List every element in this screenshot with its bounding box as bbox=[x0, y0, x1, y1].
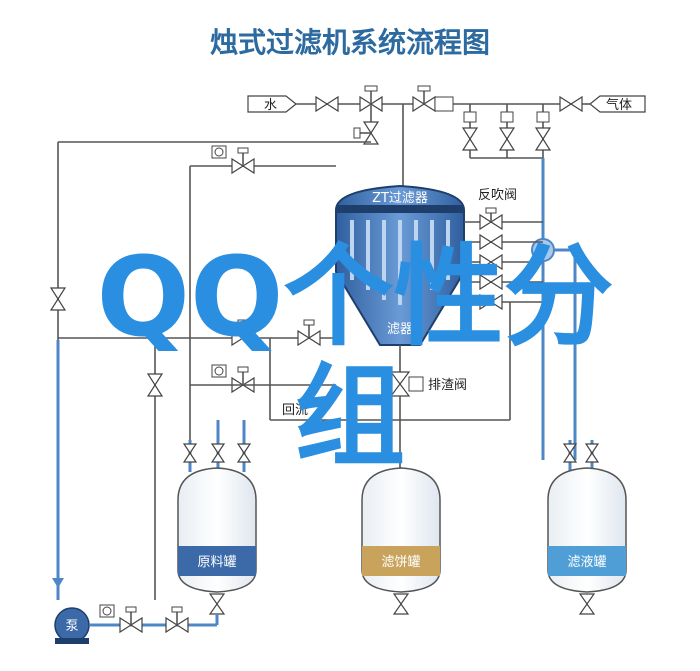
gas-inlet-tag bbox=[589, 95, 646, 113]
gas-valve-1[interactable] bbox=[461, 111, 479, 151]
filtrate-inlet-valve-2[interactable] bbox=[584, 443, 600, 463]
vertical-valve-b[interactable] bbox=[146, 373, 164, 397]
left-loop-valve[interactable] bbox=[49, 287, 67, 311]
pressure-gauge-mid bbox=[211, 364, 227, 378]
filtrate-tank-label: 滤液罐 bbox=[567, 555, 606, 570]
feed-valve-1[interactable] bbox=[231, 319, 255, 347]
backflush-valve-2[interactable] bbox=[479, 233, 503, 251]
gas-valve-2[interactable] bbox=[498, 111, 516, 151]
filter-cake-tank: 滤饼罐 bbox=[361, 467, 441, 615]
filtrate-tank-band bbox=[548, 546, 626, 576]
filter-head-label: ZT过滤器 bbox=[372, 191, 428, 206]
top-header-line: 水 气体 bbox=[247, 85, 646, 113]
tank-inlet-valve-2[interactable] bbox=[210, 443, 226, 463]
left-valve-mid[interactable] bbox=[231, 366, 255, 394]
raw-tank-band bbox=[178, 546, 256, 576]
filtrate-tank: 滤液罐 bbox=[547, 440, 627, 615]
raw-tank-outlet-valve[interactable] bbox=[208, 593, 226, 615]
vertical-valve-a[interactable] bbox=[353, 121, 380, 145]
backflush-valve-1[interactable] bbox=[479, 207, 503, 231]
pressure-gauge-bottom bbox=[99, 604, 115, 618]
watermark-line-1: QQ个性分 bbox=[96, 233, 613, 361]
filtrate-tank-outlet-valve[interactable] bbox=[578, 593, 596, 615]
flow-arrow-down-icon bbox=[52, 578, 64, 588]
raw-tank-label: 原料罐 bbox=[197, 555, 236, 570]
filtrate-inlet-valve-1[interactable] bbox=[562, 443, 578, 463]
tank-inlet-valve-3[interactable] bbox=[236, 443, 252, 463]
pump-valve-2[interactable] bbox=[165, 606, 189, 634]
left-valve-top[interactable] bbox=[231, 147, 255, 175]
backflush-label: 反吹阀 bbox=[478, 188, 517, 203]
gas-valve-3[interactable] bbox=[534, 111, 552, 151]
backflush-valve-5[interactable] bbox=[479, 293, 503, 311]
header-valve-1[interactable] bbox=[315, 95, 339, 113]
backflush-valve-3[interactable] bbox=[479, 253, 503, 271]
zt-filter-vessel: ZT过滤器 滤器 bbox=[335, 184, 465, 372]
pump-label: 泵 bbox=[65, 619, 78, 634]
cake-tank-band bbox=[362, 546, 440, 576]
gas-label: 气体 bbox=[606, 97, 632, 113]
filter-bottom-label: 滤器 bbox=[387, 322, 413, 337]
backflush-valves bbox=[464, 207, 543, 311]
slag-valve-label: 排渣阀 bbox=[428, 378, 467, 393]
pump[interactable]: 泵 bbox=[54, 607, 90, 644]
filter-candles bbox=[350, 220, 450, 305]
diagram-title: 烛式过滤机系统流程图 bbox=[210, 26, 490, 59]
cake-tank-outlet-valve[interactable] bbox=[392, 593, 410, 615]
watermark-line-2: 组 bbox=[295, 353, 405, 481]
feed-valve-2[interactable] bbox=[297, 319, 321, 347]
cake-tank-label: 滤饼罐 bbox=[381, 555, 420, 570]
return-label: 回流 bbox=[282, 403, 308, 418]
water-label: 水 bbox=[264, 98, 277, 113]
tank-inlet-valve-1[interactable] bbox=[182, 443, 198, 463]
backflush-valve-4[interactable] bbox=[479, 273, 503, 291]
gas-valve-stack bbox=[461, 104, 552, 160]
header-control-valve[interactable] bbox=[412, 85, 454, 113]
pump-valve-1[interactable] bbox=[119, 606, 143, 634]
water-inlet-tag bbox=[247, 95, 297, 113]
slag-discharge-valve[interactable] bbox=[389, 371, 424, 397]
raw-material-tank: 原料罐 bbox=[177, 420, 257, 615]
header-valve-2[interactable] bbox=[359, 85, 383, 113]
vessel-flange bbox=[336, 205, 464, 213]
pressure-gauge-top bbox=[211, 145, 227, 159]
header-valve-gas[interactable] bbox=[559, 95, 583, 113]
